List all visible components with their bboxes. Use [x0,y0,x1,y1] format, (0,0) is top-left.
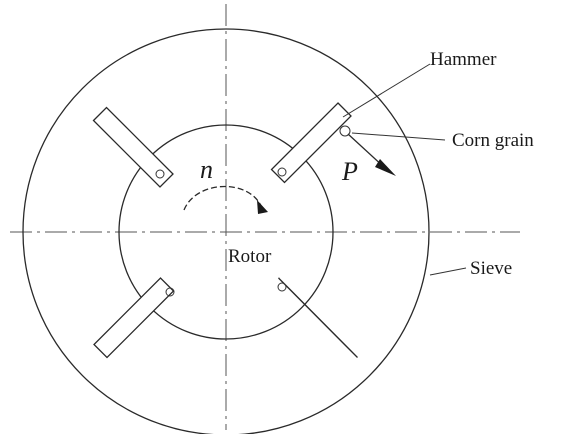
hammer-top-right [270,102,352,184]
rotation-arrowhead [257,200,268,214]
force-arrowhead [375,159,396,176]
corn-grain-label: Corn grain [452,130,534,151]
corn-grain-leader-line [351,132,446,141]
rotor-circle [118,124,334,340]
sieve-circle [22,28,430,434]
hammer-bottom-right [277,277,358,358]
hammer-top-left [92,106,174,188]
sieve-label: Sieve [470,258,512,279]
force-label: P [341,157,358,186]
rotation-arc [183,185,263,211]
corn-grain-particle [339,125,351,137]
sieve-leader-line [429,267,467,276]
rotation-speed-label: n [200,155,213,184]
rotor-label: Rotor [228,246,272,267]
hammer-bottom-left [93,277,175,359]
hammer-label: Hammer [430,49,497,70]
hammer-leader-line [342,63,431,118]
